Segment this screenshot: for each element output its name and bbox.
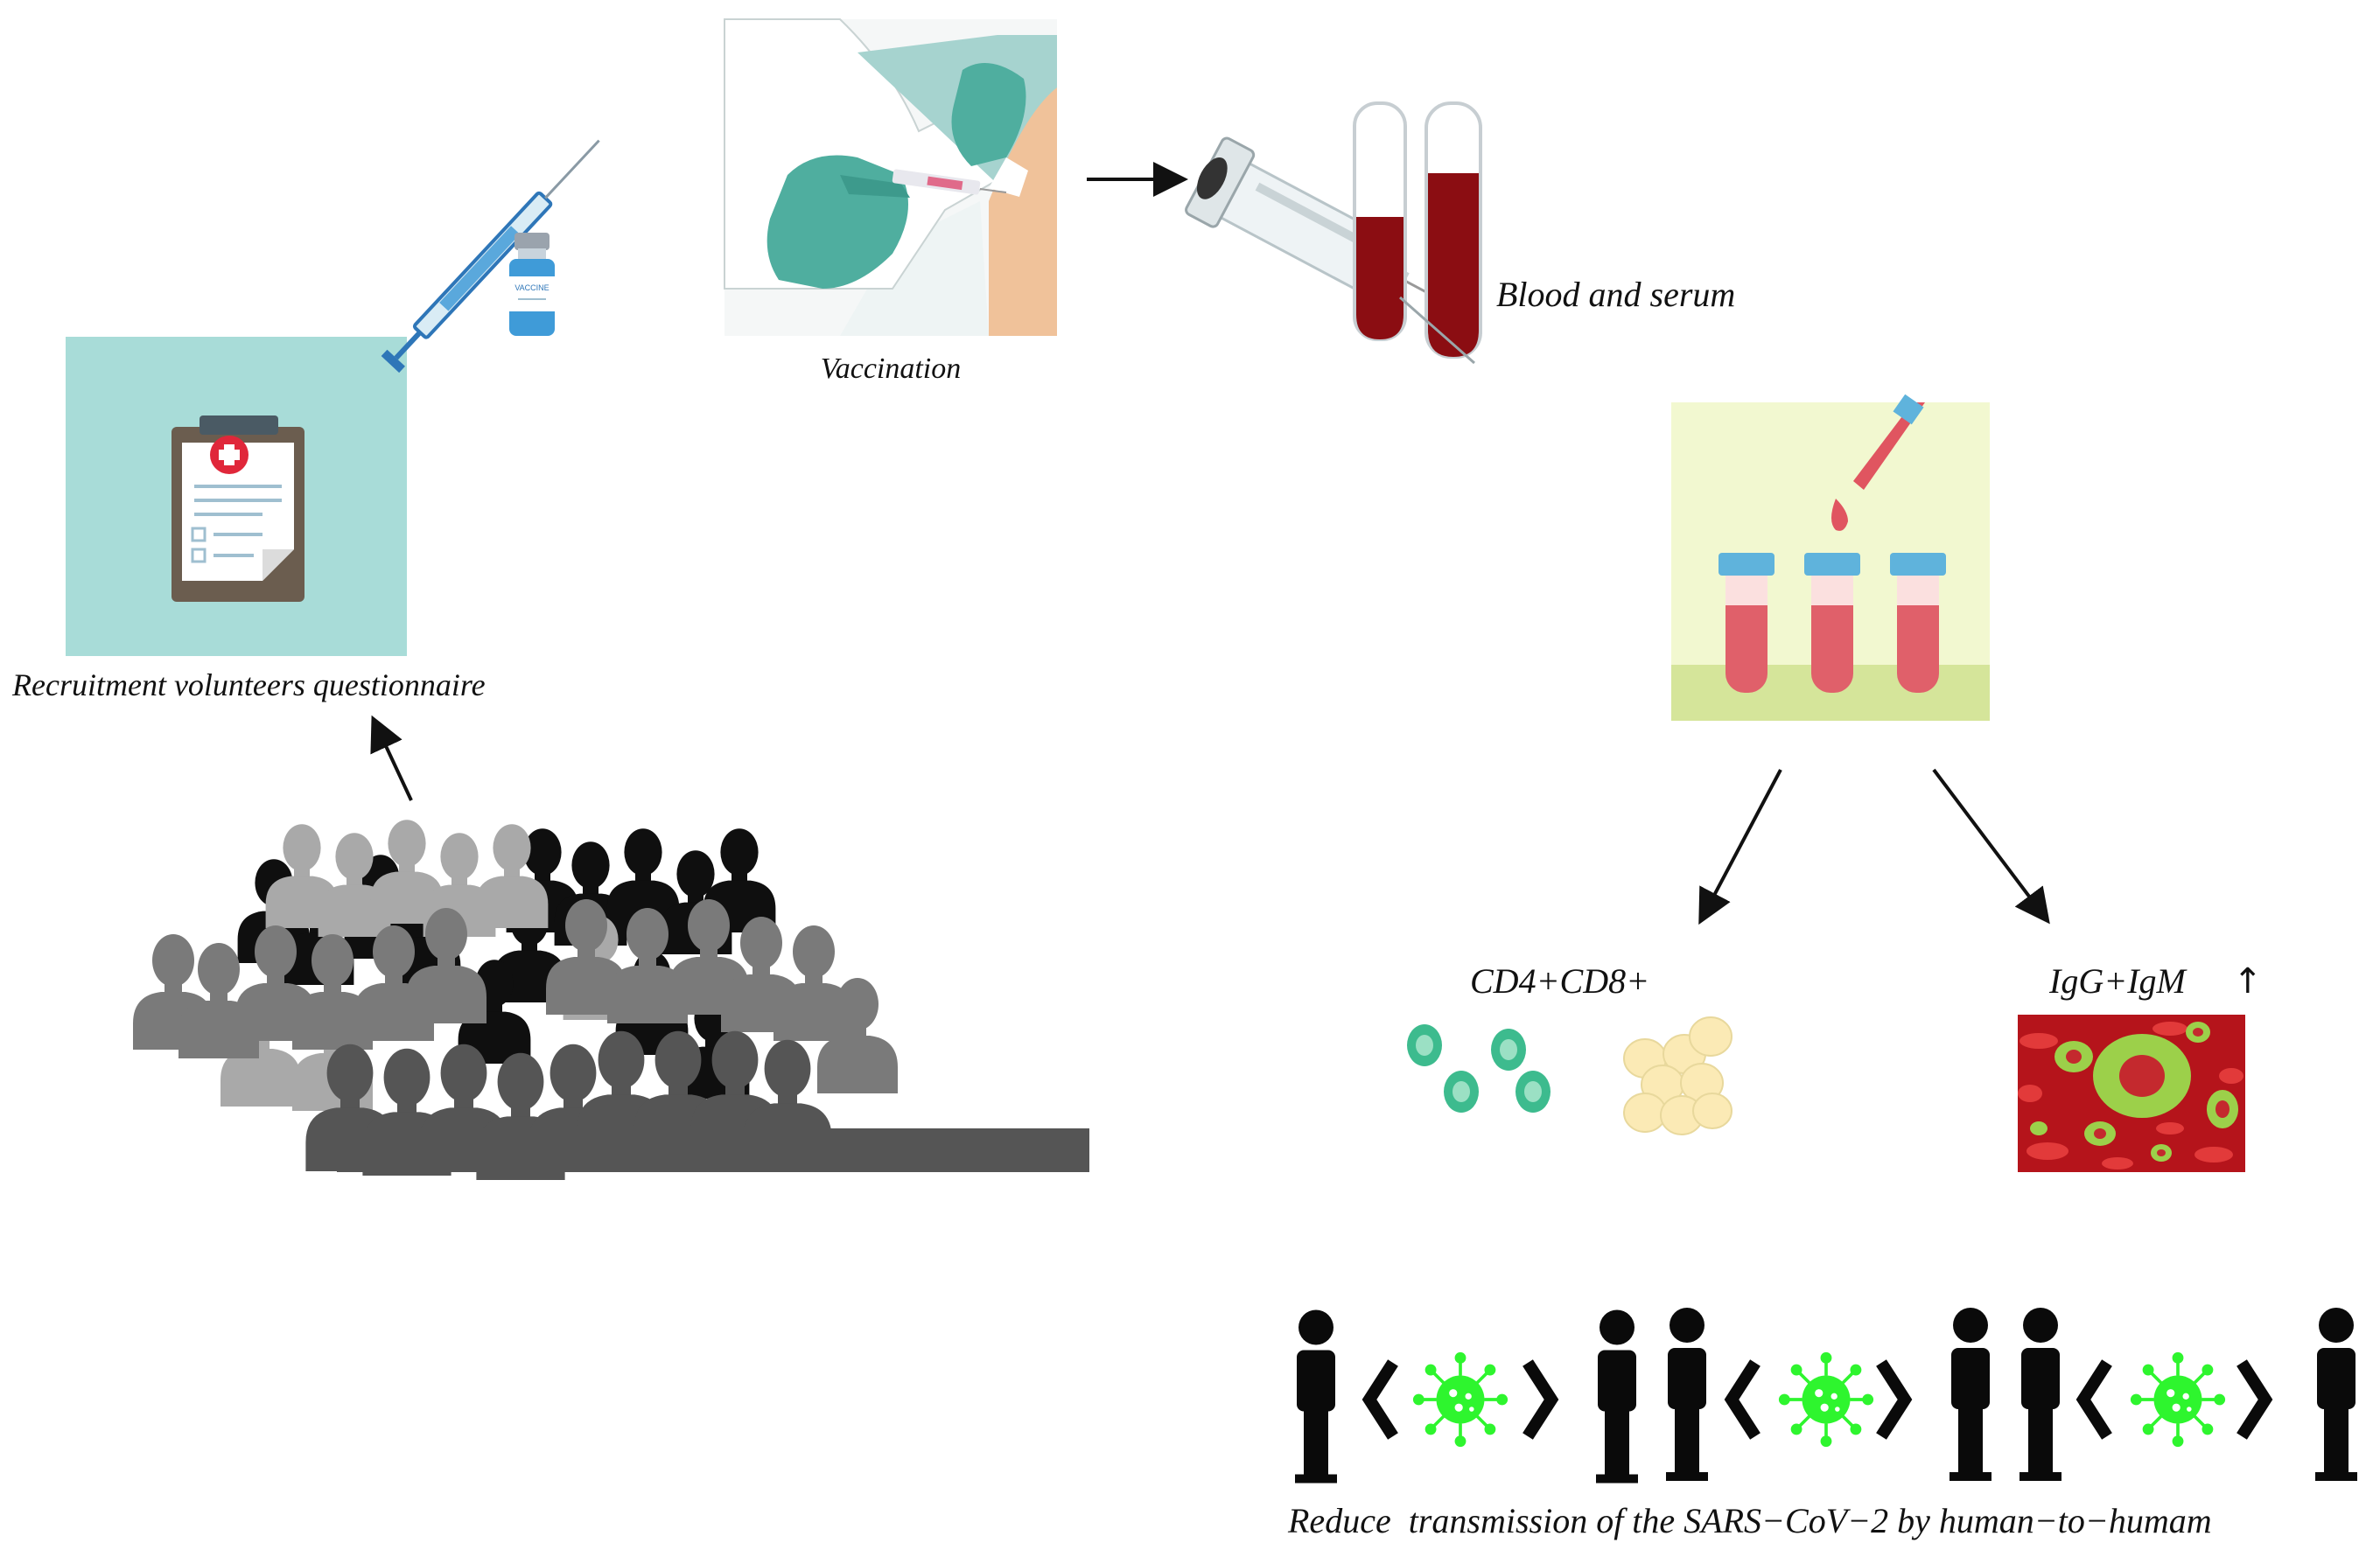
t-cells-result: CD4+CD8+ [1407,961,1732,1135]
virus-icon [2130,1351,2226,1448]
blood-label: Blood and serum [1496,275,1735,314]
antibody-result: IgG+IgM ↑ [2018,961,2263,1172]
person-icon [1295,1309,1337,1484]
vaccination-label: Vaccination [821,353,962,385]
gloved-hands-icon [766,63,1028,289]
chevron-left-icon [1362,1359,2112,1440]
person-icon [2315,1308,2357,1481]
vaccination-panel: Vaccination [724,18,1057,385]
blood-tube-icon [1804,553,1860,693]
infected-blood-icon [2018,1015,2245,1172]
increase-arrow-icon: ↑ [2233,961,2263,1002]
person-icon [1596,1309,1638,1484]
blood-tube-icon [1424,101,1482,359]
cells-label: CD4+CD8+ [1470,961,1649,1001]
blood-tube-icon [1890,553,1946,693]
blood-tube-icon [1353,101,1407,341]
antibody-label: IgG+IgM [2048,961,2188,1001]
blood-collection: Blood and serum [1185,101,1735,365]
vaccine-vial-icon: VACCINE [509,233,555,336]
blood-tube-icon [1718,553,1774,693]
syringe-icon [381,139,600,374]
arrow-crowd-to-recruitment [370,715,413,801]
t-cell-icon [1407,1024,1550,1113]
outcome-label: Reduce transmission of the SARS−CoV−2 by… [1287,1501,2212,1540]
vial-label: VACCINE [514,283,549,292]
person-icon [1950,1308,1992,1481]
recruitment-label: Recruitment volunteers questionnaire [11,667,486,702]
virus-icon [1412,1351,1508,1448]
person-icon [2020,1308,2062,1481]
crowd-icon [133,820,1089,1180]
chevron-right-icon [1522,1359,2273,1440]
virus-icon [1778,1351,1874,1448]
recruitment-panel: Recruitment volunteers questionnaire [11,337,486,702]
fat-cells-icon [1623,1016,1732,1135]
pipette-icon [1831,394,1925,531]
arrow-serum-to-cells [1698,769,1782,925]
person-icon [1666,1308,1708,1481]
serum-test-panel [1671,394,1990,721]
syringe-icon [1185,136,1452,307]
clipboard-icon [172,415,304,602]
arrow-serum-to-antibodies [1932,768,2050,925]
transmission-row [1295,1308,2357,1484]
